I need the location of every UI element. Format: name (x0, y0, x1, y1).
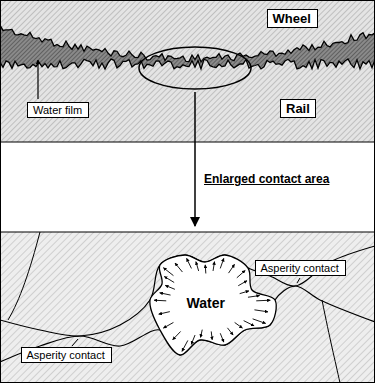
pressure-arrow (191, 335, 195, 344)
contact-overview (0, 0, 375, 142)
pressure-arrow (240, 291, 249, 294)
pressure-arrow (160, 293, 171, 295)
pressure-arrow (211, 331, 213, 339)
pressure-arrow (220, 258, 224, 268)
leader-line (72, 339, 78, 346)
rail-surface (0, 59, 375, 69)
pressure-arrow (154, 300, 166, 302)
pressure-arrow (237, 270, 245, 277)
pressure-arrow (159, 312, 170, 315)
node-text: Asperity contact (261, 262, 340, 274)
pressure-arrow (213, 262, 214, 271)
pressure-arrow (248, 296, 260, 298)
pressure-arrow (220, 333, 224, 342)
enlarged-ground (0, 232, 375, 383)
wheel-body (0, 0, 375, 62)
leader-line (297, 278, 300, 283)
pressure-arrow (253, 319, 266, 324)
pressure-arrow (175, 263, 182, 272)
pressure-arrow (165, 285, 175, 289)
pressure-arrow (254, 310, 268, 312)
pressure-arrow (164, 276, 174, 282)
node-text: Wheel (273, 11, 312, 26)
part-label: Rail (280, 99, 316, 118)
panel-border (0, 142, 375, 143)
callout-label: Asperity contact (21, 347, 112, 363)
enlarged-contact (0, 232, 375, 383)
node-text: Water (187, 295, 226, 311)
pressure-arrow (201, 330, 203, 338)
pressure-arrow (256, 300, 270, 302)
caption-label: Enlarged contact area (204, 172, 329, 186)
pressure-arrow (244, 321, 254, 326)
enlarge-arrow (194, 92, 196, 226)
pressure-arrow (196, 262, 199, 271)
pressure-arrow (229, 264, 235, 273)
pressure-arrow (227, 328, 233, 335)
contact-ellipse (139, 47, 251, 89)
rail-body (0, 59, 375, 142)
pressure-arrow (163, 322, 173, 328)
pressure-arrow (238, 281, 247, 286)
pressure-arrow (182, 340, 188, 351)
part-label: Wheel (267, 9, 318, 28)
pressure-arrow (163, 268, 173, 276)
pressure-arrow (187, 258, 192, 268)
pressure-arrow (173, 331, 181, 339)
node-text: Water film (33, 104, 83, 116)
callout-label: Asperity contact (255, 260, 346, 276)
pressure-arrow (205, 265, 207, 274)
part-label: Water film (27, 102, 89, 118)
body-outline (8, 232, 40, 320)
node-text: Asperity contact (27, 349, 106, 361)
wheel-surface (0, 25, 375, 62)
leader-line (37, 60, 38, 99)
pressure-arrow (235, 322, 243, 328)
body-outline (322, 300, 340, 383)
node-text: Rail (286, 101, 310, 116)
water-region: Water (187, 295, 226, 311)
